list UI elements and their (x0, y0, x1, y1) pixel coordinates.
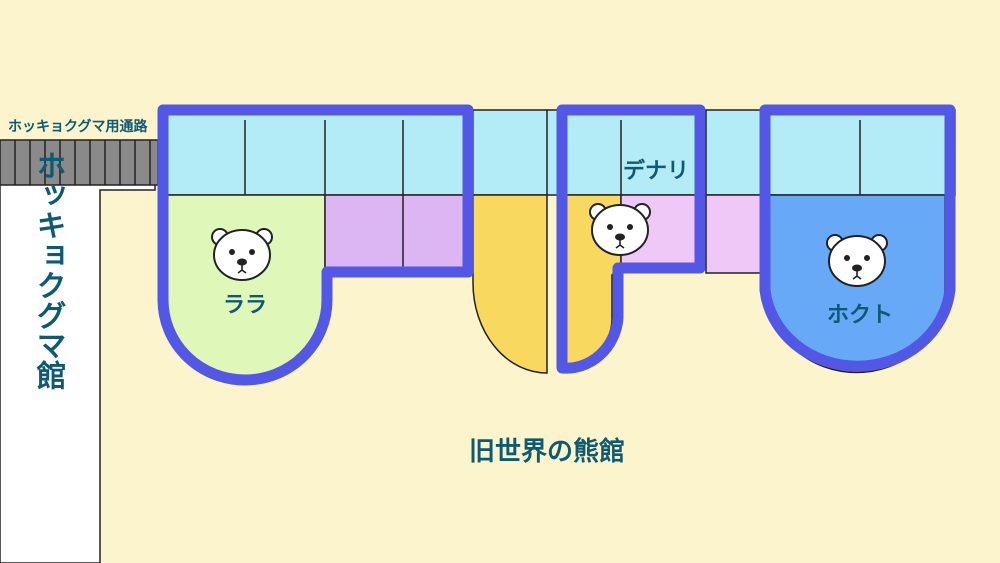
middle-yard (472, 194, 548, 374)
purple-dens (324, 194, 466, 271)
polar-bear-face-icon (589, 203, 651, 256)
denali-wall (556, 104, 706, 374)
hokuto-wall (759, 104, 956, 372)
lara-label: ララ (223, 293, 267, 318)
pink-den-right (705, 194, 766, 274)
hokuto-label: ホクト (827, 303, 893, 328)
old-world-bear-house-label: 旧世界の熊館 (469, 436, 625, 467)
denali-label: デナリ (623, 158, 689, 184)
polar-bear-corridor (0, 139, 159, 186)
lara-wall (157, 104, 474, 386)
polar-bear-face-icon (211, 228, 273, 281)
lara-enclosure (164, 194, 326, 379)
building-label: ホッキョクグマ館 (31, 150, 67, 390)
corridor-label: ホッキョクグマ用通路 (8, 118, 148, 135)
polar-bear-face-icon (826, 234, 888, 287)
